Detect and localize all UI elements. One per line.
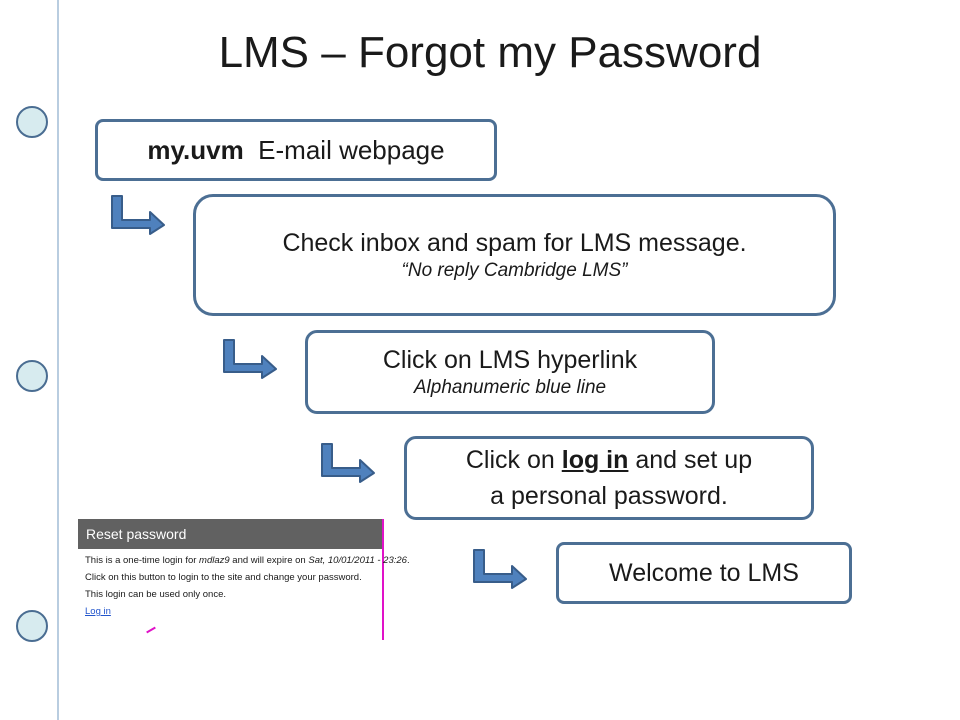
step-2-box: Check inbox and spam for LMS message. “N… [193,194,836,316]
binder-hole-middle [16,360,48,392]
annotation-mark [146,626,156,634]
notebook-margin-line [57,0,59,720]
step-4-text-post: and set up [628,446,753,474]
step-3-box: Click on LMS hyperlink Alphanumeric blue… [305,330,715,414]
step-2-subtext: “No reply Cambridge LMS” [401,260,628,281]
binder-hole-bottom [16,610,48,642]
screenshot-line-1: This is a one-time login for mdlaz9 and … [85,555,410,566]
bent-arrow-icon [223,339,277,379]
slide-title: LMS – Forgot my Password [218,28,762,77]
step-4-text-line2: a personal password. [490,482,728,510]
screenshot-log-in-link[interactable]: Log in [85,606,111,617]
screenshot-line-2: Click on this button to login to the sit… [85,572,362,583]
screenshot-line-1-b: and will expire on [229,555,309,566]
screenshot-date: Sat, 10/01/2011 - 23:26 [308,555,407,566]
binder-hole-top [16,106,48,138]
step-1-box: my.uvm E-mail webpage [95,119,497,181]
step-3-text: Click on LMS hyperlink [382,346,638,374]
step-5-text: Welcome to LMS [609,559,799,587]
step-1-text: E-mail webpage [258,135,445,165]
log-in-link-text: log in [561,446,629,474]
step-2-text: Check inbox and spam for LMS message. [282,229,747,257]
step-5-box: Welcome to LMS [556,542,852,604]
step-1-bold: my.uvm [147,135,244,165]
bent-arrow-icon [321,443,375,483]
bent-arrow-icon [473,549,527,589]
reset-password-screenshot: Reset password This is a one-time login … [78,519,410,640]
screenshot-line-1-a: This is a one-time login for [85,555,200,566]
step-4-text-pre: Click on [465,446,562,474]
reset-password-header: Reset password [78,519,382,549]
bent-arrow-icon [111,195,165,235]
step-3-subtext: Alphanumeric blue line [413,377,607,398]
screenshot-line-3: This login can be used only once. [85,589,227,600]
step-4-box: Click on log in and set up a personal pa… [404,436,814,520]
screenshot-username: mdlaz9 [199,555,230,566]
